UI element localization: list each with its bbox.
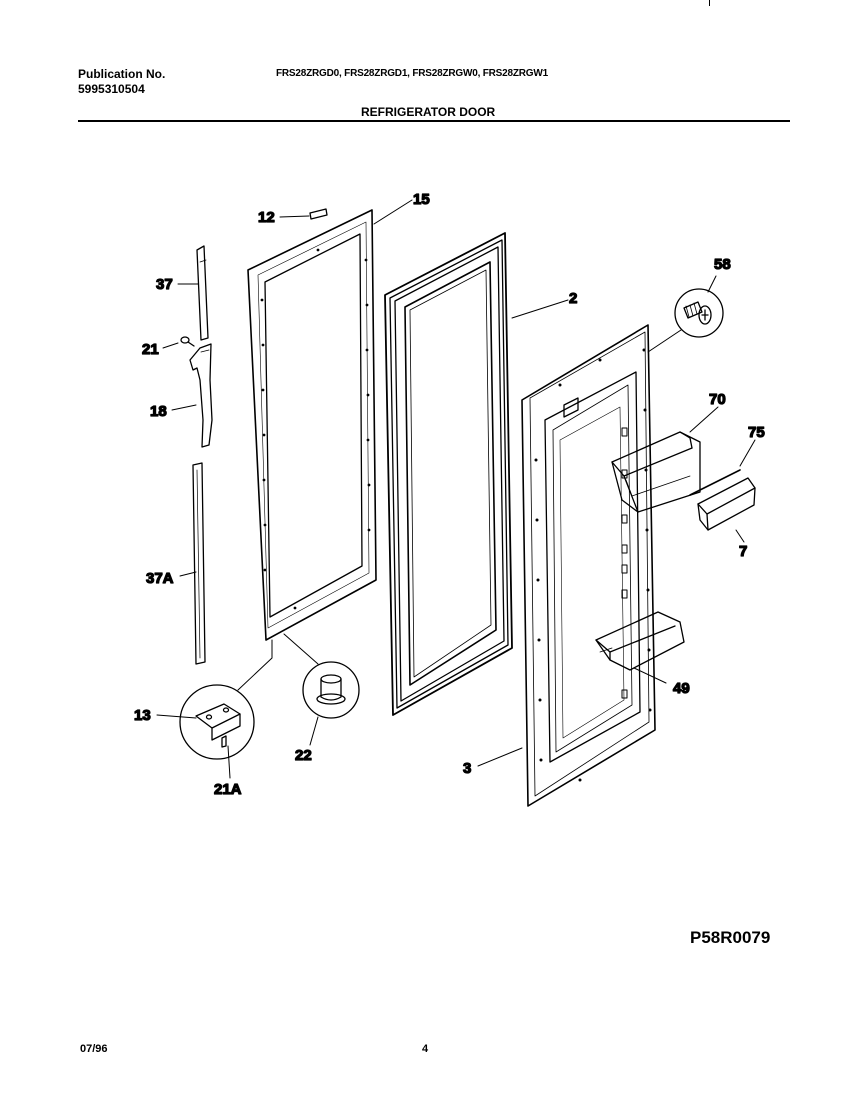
footer-date: 07/96: [80, 1043, 108, 1055]
hinge-arm-part-18: [189, 343, 213, 448]
label-22: 22: [295, 747, 312, 764]
door-frame-part-15: [247, 209, 377, 641]
label-21a: 21A: [214, 781, 242, 798]
model-numbers: FRS28ZRGD0, FRS28ZRGD1, FRS28ZRGW0, FRS2…: [276, 68, 548, 79]
label-75: 75: [748, 424, 765, 441]
label-49: 49: [673, 680, 690, 697]
hinge-rail-part-37: [196, 245, 209, 341]
top-tick-mark: [709, 0, 710, 6]
door-bin-part-49: [595, 611, 685, 671]
header-rule: [78, 120, 790, 122]
footer-page-number: 4: [422, 1043, 429, 1055]
label-15: 15: [413, 191, 430, 208]
hinge-rail-part-37a: [192, 462, 206, 665]
label-18: 18: [150, 403, 167, 420]
label-37a: 37A: [146, 570, 174, 587]
section-title: REFRIGERATOR DOOR: [361, 105, 496, 119]
label-13: 13: [134, 707, 151, 724]
publication-label: Publication No.: [78, 67, 166, 81]
label-37: 37: [156, 276, 173, 293]
trim-strip-part-12: [309, 208, 328, 220]
screw-part-21: [180, 336, 195, 347]
door-liner-part-3: [521, 324, 656, 807]
label-7: 7: [739, 543, 747, 560]
label-58: 58: [714, 256, 731, 273]
label-21: 21: [142, 341, 159, 358]
bracket-detail-part-13: [179, 684, 255, 760]
drawing-code: P58R0079: [690, 928, 771, 947]
label-12: 12: [258, 209, 275, 226]
label-2: 2: [569, 290, 577, 307]
screw-detail-part-58: [674, 288, 724, 338]
label-3: 3: [463, 760, 471, 777]
door-gasket-part-2: [384, 232, 513, 716]
door-stop-detail-part-22: [302, 661, 360, 719]
label-70: 70: [709, 391, 726, 408]
shelf-trim-part-7: [689, 469, 756, 531]
door-bin-part-70: [611, 431, 701, 513]
publication-number: 5995310504: [78, 82, 145, 96]
